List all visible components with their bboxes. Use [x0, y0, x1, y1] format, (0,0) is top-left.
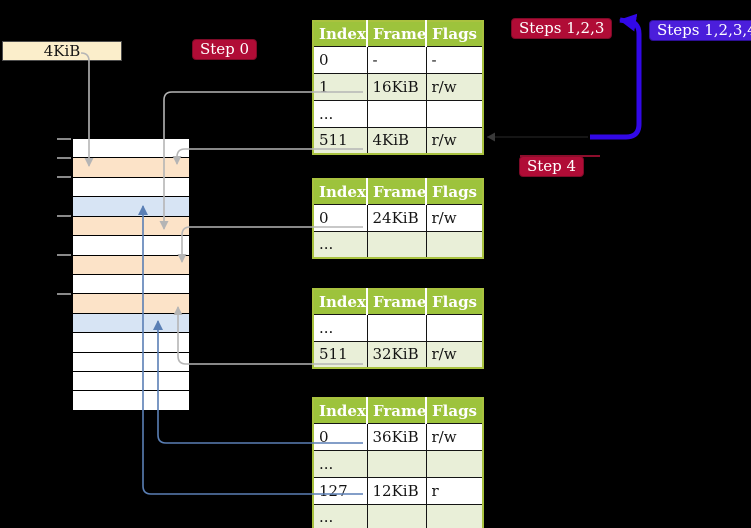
- memory-frame-row-blue: [73, 196, 189, 216]
- page-size-box: 4KiB: [2, 41, 122, 61]
- col-header-index: Index: [313, 179, 367, 204]
- table-cell: [425, 313, 484, 342]
- table-cell: 511: [312, 340, 368, 369]
- table-cell: 4KiB: [366, 126, 427, 155]
- memory-strip: [72, 138, 190, 411]
- table-cell: r/w: [425, 126, 484, 155]
- memory-frame-row-peach: [73, 293, 189, 313]
- col-header-flags: Flags: [425, 289, 483, 314]
- table-header-row: Index Frame Flags: [313, 289, 483, 314]
- table-cell: 12KiB: [366, 476, 427, 505]
- table-cell: [425, 503, 484, 528]
- step0-badge: Step 0: [192, 39, 258, 60]
- memory-frame-row-peach: [73, 254, 189, 274]
- table-row: ...: [312, 313, 484, 342]
- memory-frame-row-white: [73, 235, 189, 255]
- table-cell: [425, 449, 484, 478]
- table-cell: r/w: [425, 340, 484, 369]
- memory-frame-row-peach: [73, 157, 189, 177]
- table-cell: r/w: [425, 72, 484, 101]
- table-cell: [366, 449, 427, 478]
- memory-frame-row-white: [73, 390, 189, 410]
- table-cell: 0: [312, 422, 368, 451]
- memory-frame-row-white: [73, 273, 189, 294]
- col-header-flags: Flags: [425, 21, 483, 46]
- col-header-frame: Frame: [366, 179, 426, 204]
- table-row: 0--: [312, 45, 484, 74]
- table-cell: -: [425, 45, 484, 74]
- table-cell: [425, 230, 484, 259]
- table-cell: 24KiB: [366, 203, 427, 232]
- table-cell: ...: [312, 313, 368, 342]
- memory-frame-row-white: [73, 371, 189, 391]
- table-cell: [366, 503, 427, 528]
- col-header-flags: Flags: [425, 179, 483, 204]
- memory-frame-row-white: [73, 139, 189, 158]
- table-header-row: Index Frame Flags: [313, 21, 483, 46]
- table-cell: r/w: [425, 422, 484, 451]
- table-header-row: Index Frame Flags: [313, 179, 483, 204]
- col-header-index: Index: [313, 398, 367, 423]
- table-cell: ...: [312, 449, 368, 478]
- table-cell: [366, 313, 427, 342]
- col-header-frame: Frame: [366, 289, 426, 314]
- table-cell: 36KiB: [366, 422, 427, 451]
- table-cell: [366, 99, 427, 128]
- table-cell: 16KiB: [366, 72, 427, 101]
- col-header-flags: Flags: [425, 398, 483, 423]
- table-cell: 0: [312, 45, 368, 74]
- table-cell: [425, 99, 484, 128]
- col-header-frame: Frame: [366, 21, 426, 46]
- memory-frame-row-white: [73, 176, 189, 197]
- memory-frame-row-blue: [73, 312, 189, 333]
- memory-frame-row-peach: [73, 215, 189, 236]
- table-cell: ...: [312, 503, 368, 528]
- table-cell: r/w: [425, 203, 484, 232]
- steps1234-badge: Steps 1,2,3,4: [649, 20, 751, 41]
- table-row: ...: [312, 99, 484, 128]
- table-cell: ...: [312, 99, 368, 128]
- step4-badge: Step 4: [519, 156, 585, 177]
- table-cell: 32KiB: [366, 340, 427, 369]
- table-cell: ...: [312, 230, 368, 259]
- table-cell: 0: [312, 203, 368, 232]
- table-cell: 127: [312, 476, 368, 505]
- col-header-frame: Frame: [366, 398, 426, 423]
- table-row: ...: [312, 230, 484, 259]
- table-row: ...: [312, 503, 484, 528]
- table-cell: 1: [312, 72, 368, 101]
- table-header-row: Index Frame Flags: [313, 398, 483, 423]
- memory-frame-row-white: [73, 351, 189, 372]
- steps123-badge: Steps 1,2,3: [511, 18, 613, 39]
- col-header-index: Index: [313, 289, 367, 314]
- memory-ticks: [57, 138, 71, 295]
- table-cell: [366, 230, 427, 259]
- memory-frame-row-white: [73, 332, 189, 352]
- table-cell: 511: [312, 126, 368, 155]
- table-row: ...: [312, 449, 484, 478]
- table-cell: r: [425, 476, 484, 505]
- col-header-index: Index: [313, 21, 367, 46]
- table-cell: -: [366, 45, 427, 74]
